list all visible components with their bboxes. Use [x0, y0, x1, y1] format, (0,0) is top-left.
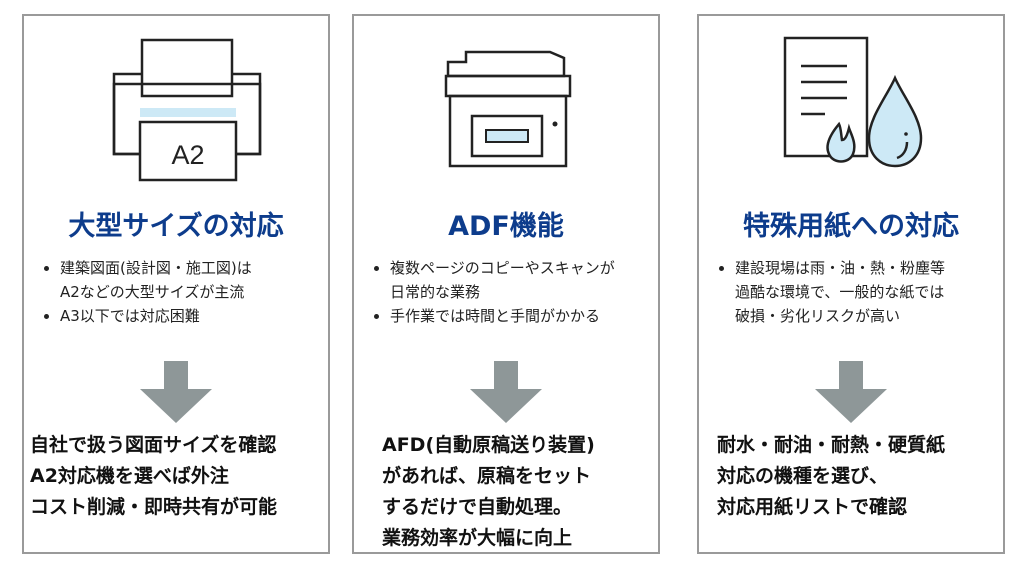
bullet-item: 複数ページのコピーやスキャンが 日常的な業務	[366, 256, 656, 304]
printer-icon: A2	[112, 38, 262, 182]
arrow-down-icon	[140, 361, 212, 423]
arrow-down-icon	[470, 361, 542, 423]
card-title: ADF機能	[448, 211, 564, 242]
bullet-item: 建築図面(設計図・施工図)は A2などの大型サイズが主流	[36, 256, 326, 304]
bullet-item: 手作業では時間と手間がかかる	[366, 304, 656, 328]
paper-size-label: A2	[171, 140, 204, 170]
bullet-item: A3以下では対応困難	[36, 304, 326, 328]
document-fire-water-icon	[783, 36, 923, 168]
copier-adf-icon	[444, 50, 572, 168]
result-text: 自社で扱う図面サイズを確認 A2対応機を選べば外注 コスト削減・即時共有が可能	[30, 434, 278, 518]
card-title: 大型サイズの対応	[68, 211, 284, 242]
arrow-down-icon	[815, 361, 887, 423]
result-text: 耐水・耐油・耐熱・硬質紙 対応の機種を選び、 対応用紙リストで確認	[717, 434, 946, 518]
card-title: 特殊用紙への対応	[743, 211, 959, 242]
result-text: AFD(自動原稿送り装置) があれば、原稿をセット するだけで自動処理。 業務効…	[382, 434, 595, 549]
card-large-size: A2 大型サイズの対応 建築図面(設計図・施工図)は A2などの大型サイズが主流…	[22, 14, 330, 554]
bullet-list: 複数ページのコピーやスキャンが 日常的な業務 手作業では時間と手間がかかる	[366, 256, 656, 328]
bullet-list: 建設現場は雨・油・熱・粉塵等 過酷な環境で、一般的な紙では 破損・劣化リスクが高…	[711, 256, 1001, 328]
card-adf: ADF機能 複数ページのコピーやスキャンが 日常的な業務 手作業では時間と手間が…	[352, 14, 660, 554]
bullet-item: 建設現場は雨・油・熱・粉塵等 過酷な環境で、一般的な紙では 破損・劣化リスクが高…	[711, 256, 1001, 328]
card-special-paper: 特殊用紙への対応 建設現場は雨・油・熱・粉塵等 過酷な環境で、一般的な紙では 破…	[697, 14, 1005, 554]
bullet-list: 建築図面(設計図・施工図)は A2などの大型サイズが主流 A3以下では対応困難	[36, 256, 326, 328]
